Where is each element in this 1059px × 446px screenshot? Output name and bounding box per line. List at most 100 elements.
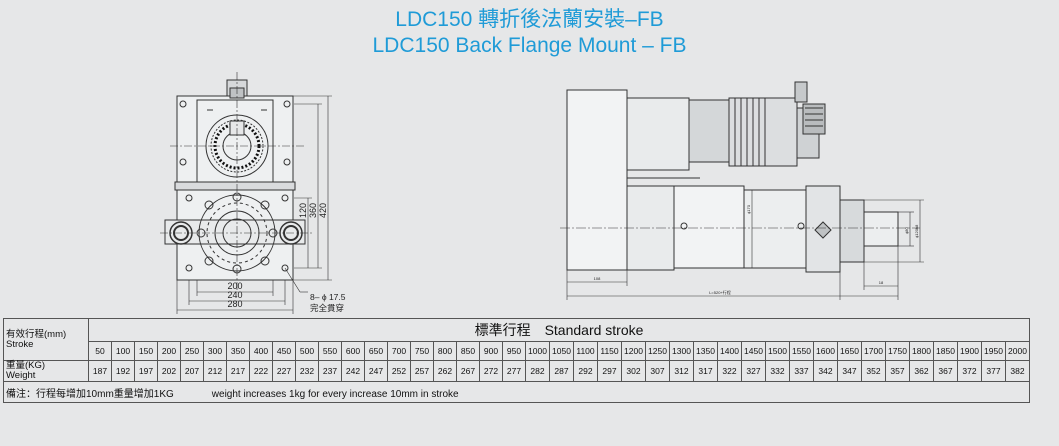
dim-200: 200 [227,281,242,291]
stroke-cell: 1400 [717,341,742,361]
stroke-cell: 600 [341,341,365,361]
stroke-label-zh: 有效行程(mm) [6,328,67,340]
stroke-cell: 800 [433,341,457,361]
stroke-cell: 1250 [645,341,670,361]
standard-stroke-header: 標準行程 Standard stroke [88,318,1030,342]
side-dim-120: ϕ120h8 [914,224,919,238]
weight-cell: 377 [981,360,1006,382]
side-view [560,81,924,300]
weight-cell: 317 [693,360,718,382]
stroke-cell: 550 [318,341,342,361]
weight-cell: 287 [549,360,574,382]
weight-cell: 272 [479,360,503,382]
weight-cell: 362 [909,360,934,382]
stroke-cell: 500 [295,341,319,361]
hole-note-2: 完全貫穿 [310,303,344,313]
weight-cell: 187 [88,360,112,382]
technical-drawing: 200 240 280 120 360 420 8– ϕ 17.5 完全貫穿 L… [160,72,924,314]
weight-cell: 322 [717,360,742,382]
weight-cell: 197 [134,360,158,382]
weight-cell: 382 [1005,360,1030,382]
stroke-cell: 50 [88,341,112,361]
weight-cell: 267 [456,360,480,382]
stroke-cell: 1450 [741,341,766,361]
weight-cell: 337 [789,360,814,382]
front-view [160,72,332,314]
stroke-cell: 900 [479,341,503,361]
note-chinese: 備注：行程每增加10mm重量增加1KG [6,388,174,400]
stroke-cell: 1000 [525,341,550,361]
title-chinese: LDC150 轉折後法蘭安裝–FB [395,8,664,31]
stroke-cell: 2000 [1005,341,1030,361]
stroke-cell: 1950 [981,341,1006,361]
stroke-cell: 1300 [669,341,694,361]
stroke-cell: 1700 [861,341,886,361]
stroke-cell: 1050 [549,341,574,361]
weight-cell: 217 [226,360,250,382]
weight-cell: 357 [885,360,910,382]
stroke-cell: 1850 [933,341,958,361]
weight-cell: 262 [433,360,457,382]
stroke-cell: 650 [364,341,388,361]
weight-cell: 192 [111,360,135,382]
side-dim-length: L=520+行程 [709,289,731,295]
stroke-cell: 1200 [621,341,646,361]
stroke-cell: 1900 [957,341,982,361]
stroke-label-en: Stroke [6,338,34,350]
stroke-cell: 850 [456,341,480,361]
weight-cell: 367 [933,360,958,382]
stroke-cell: 950 [502,341,526,361]
weight-cell: 277 [502,360,526,382]
weight-cell: 302 [621,360,646,382]
stroke-cell: 1750 [885,341,910,361]
stroke-cell: 100 [111,341,135,361]
weight-cell: 307 [645,360,670,382]
dim-120: 120 [298,203,308,218]
weight-cell: 212 [203,360,227,382]
dim-420: 420 [318,203,328,218]
weight-cell: 237 [318,360,342,382]
weight-cell: 342 [813,360,838,382]
side-dim-108: 108 [594,276,601,281]
stroke-cell: 150 [134,341,158,361]
weight-cell: 292 [573,360,598,382]
stroke-cell: 700 [387,341,411,361]
weight-cell: 372 [957,360,982,382]
weight-cell: 252 [387,360,411,382]
weight-cell: 227 [272,360,296,382]
note-english: weight increases 1kg for every increase … [211,388,459,400]
weight-cell: 247 [364,360,388,382]
stroke-label: 有效行程(mm) Stroke [3,318,89,361]
weight-cell: 242 [341,360,365,382]
stroke-cell: 1800 [909,341,934,361]
dim-360: 360 [308,203,318,218]
weight-label: 重量(KG) Weight [3,360,89,382]
side-dim-170: ϕ170 [746,204,751,214]
stroke-cell: 300 [203,341,227,361]
weight-cell: 297 [597,360,622,382]
stroke-cell: 450 [272,341,296,361]
dim-240: 240 [227,290,242,300]
stroke-cell: 200 [157,341,181,361]
weight-cell: 232 [295,360,319,382]
stroke-cell: 350 [226,341,250,361]
table-note: 備注：行程每增加10mm重量增加1KG weight increases 1kg … [3,381,1030,403]
stroke-cell: 400 [249,341,273,361]
title-english: LDC150 Back Flange Mount – FB [372,34,687,57]
stroke-cell: 1600 [813,341,838,361]
weight-cell: 202 [157,360,181,382]
weight-cell: 327 [741,360,766,382]
dim-280: 280 [227,299,242,309]
stroke-cell: 1150 [597,341,622,361]
side-dim-80: ϕ80 [904,227,909,234]
weight-cell: 352 [861,360,886,382]
side-dim-18: 18 [879,280,884,285]
weight-cell: 257 [410,360,434,382]
weight-cell: 312 [669,360,694,382]
stroke-cell: 750 [410,341,434,361]
weight-label-zh: 重量(KG) [6,360,46,371]
weight-cell: 207 [180,360,204,382]
